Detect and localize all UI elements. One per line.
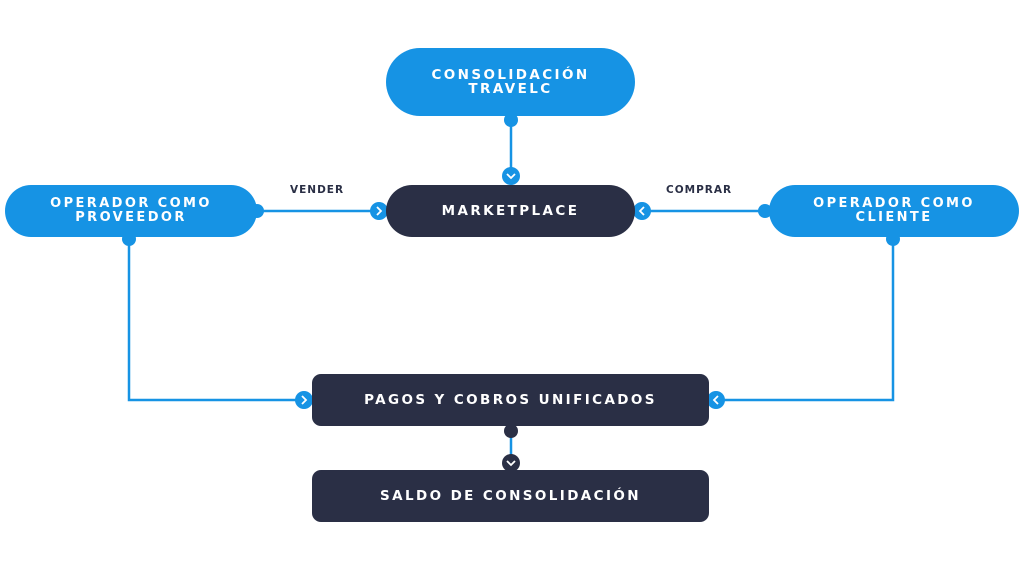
chevron-left-icon: [633, 202, 651, 220]
node-pagos-label: PAGOS Y COBROS UNIFICADOS: [364, 392, 657, 408]
chevron-down-icon: [502, 167, 520, 185]
edge-proveedor-pagos: [127, 240, 303, 402]
chevron-right-icon: [370, 202, 388, 220]
chevron-left-icon: [707, 391, 725, 409]
dot-cliente-left: [758, 204, 772, 218]
chevron-right-icon: [295, 391, 313, 409]
node-consolidacion-line2: TRAVELC: [468, 81, 553, 97]
node-operador-cliente: OPERADOR COMO CLIENTE: [769, 185, 1019, 237]
node-proveedor-line1: OPERADOR COMO: [50, 196, 212, 211]
node-saldo-consolidacion: SALDO DE CONSOLIDACIÓN: [312, 470, 709, 522]
node-marketplace: MARKETPLACE: [386, 185, 635, 237]
dot-pagos-bottom: [504, 424, 518, 438]
node-saldo-label: SALDO DE CONSOLIDACIÓN: [380, 488, 641, 504]
node-cliente-line1: OPERADOR COMO: [813, 196, 975, 211]
node-pagos-cobros: PAGOS Y COBROS UNIFICADOS: [312, 374, 709, 426]
edge-label-vender: VENDER: [290, 184, 345, 196]
edge-label-comprar: COMPRAR: [666, 184, 733, 196]
node-cliente-line2: CLIENTE: [855, 210, 933, 225]
dot-consolidacion-bottom: [504, 113, 518, 127]
node-consolidacion-travelc: CONSOLIDACIÓN TRAVELC: [386, 48, 635, 116]
arrow-badges: [295, 167, 725, 472]
node-operador-proveedor: OPERADOR COMO PROVEEDOR: [5, 185, 257, 237]
node-proveedor-line2: PROVEEDOR: [75, 210, 187, 225]
node-consolidacion-line1: CONSOLIDACIÓN: [431, 67, 590, 83]
node-marketplace-label: MARKETPLACE: [441, 203, 580, 219]
chevron-down-icon: [502, 454, 520, 472]
edge-cliente-pagos: [716, 240, 895, 402]
